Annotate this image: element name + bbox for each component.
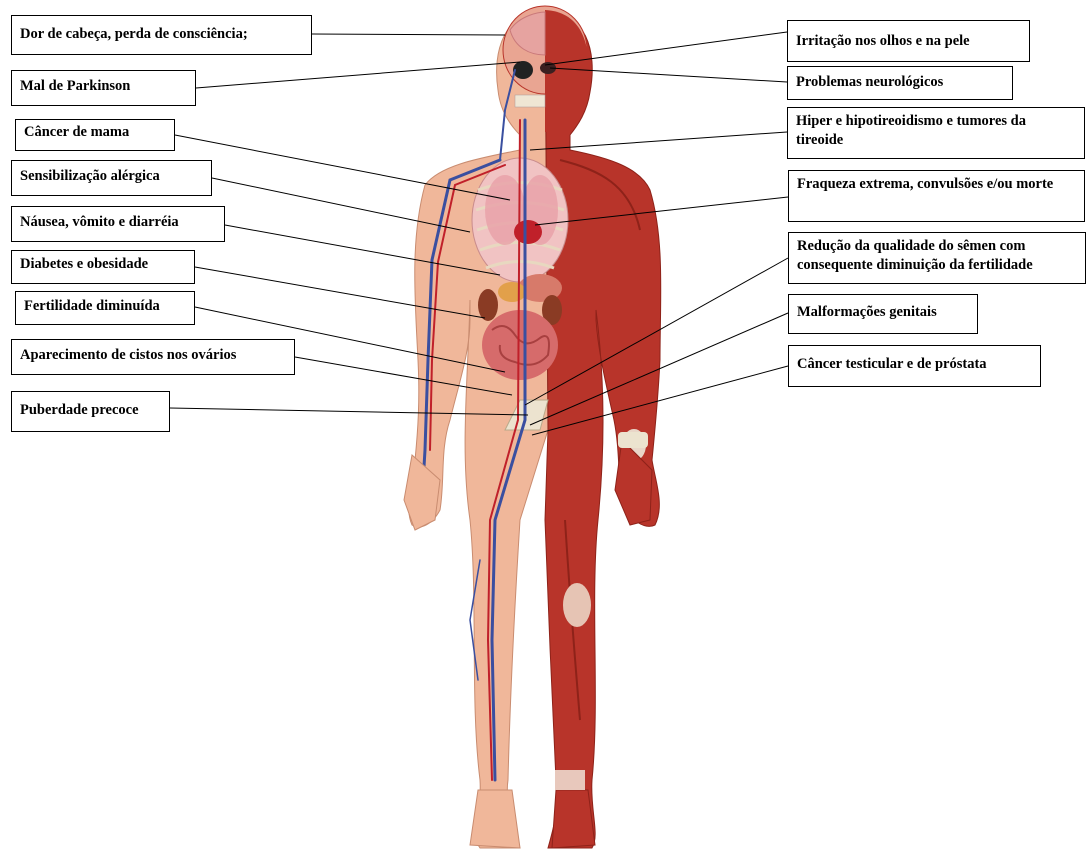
- label-nausea: Náusea, vômito e diarréia: [11, 206, 225, 242]
- label-puberty: Puberdade precoce: [11, 391, 170, 432]
- label-testicular: Câncer testicular e de próstata: [788, 345, 1041, 387]
- body-right-side-muscle: [545, 10, 661, 848]
- label-thyroid: Hiper e hipotireoidismo e tumores da tir…: [787, 107, 1085, 159]
- label-diabetes: Diabetes e obesidade: [11, 250, 195, 284]
- label-neuro: Problemas neurológicos: [787, 66, 1013, 100]
- label-semen: Redução da qualidade do sêmen com conseq…: [788, 232, 1086, 284]
- label-allergic: Sensibilização alérgica: [11, 160, 212, 196]
- label-cysts: Aparecimento de cistos nos ovários: [11, 339, 295, 375]
- label-parkinson: Mal de Parkinson: [11, 70, 196, 106]
- label-breast-cancer: Câncer de mama: [15, 119, 175, 151]
- label-weakness: Fraqueza extrema, convulsões e/ou morte: [788, 170, 1085, 222]
- label-eye-skin: Irritação nos olhos e na pele: [787, 20, 1030, 62]
- label-genital: Malformações genitais: [788, 294, 978, 334]
- label-headache: Dor de cabeça, perda de consciência;: [11, 15, 312, 55]
- label-fertility: Fertilidade diminuída: [15, 291, 195, 325]
